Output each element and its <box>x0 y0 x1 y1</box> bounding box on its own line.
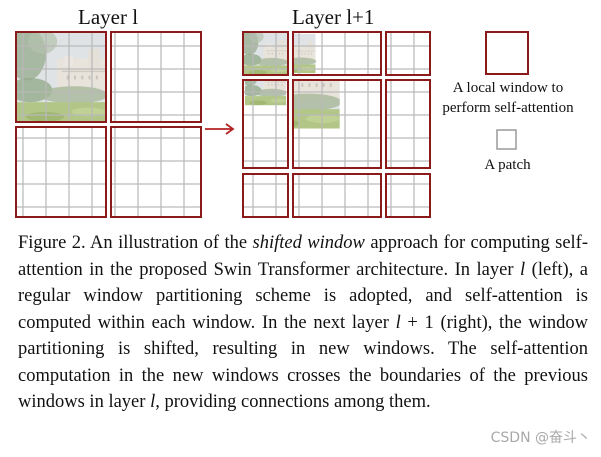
window-shifted-r1c1 <box>242 31 289 76</box>
layer-l-title: Layer l <box>78 5 139 29</box>
caption-plus-one: + 1 <box>400 312 434 333</box>
window-shifted-r3c1 <box>242 173 289 218</box>
window-shifted-r3c2 <box>292 173 382 218</box>
caption-emphasis: shifted window <box>252 233 365 253</box>
window-l-bottom-right <box>110 126 202 218</box>
window-shifted-r1c2 <box>292 31 382 76</box>
window-l-top-left <box>15 31 107 123</box>
layer-l-plus-1-title: Layer l+1 <box>292 5 375 29</box>
window-shifted-r2c1 <box>242 79 289 169</box>
swin-shifted-window-figure <box>15 31 529 218</box>
window-shifted-r1c3 <box>385 31 431 76</box>
arrow-icon <box>205 123 235 135</box>
legend-patch-icon <box>496 129 517 150</box>
csdn-watermark: CSDN @奋斗丶 <box>490 430 591 446</box>
caption-body-2: (left), a regular window partitioning sc… <box>18 259 588 333</box>
legend-window-label-line2: perform self-attention <box>442 100 574 116</box>
caption-var-l-1: l <box>520 259 526 280</box>
caption-body-3: (right), the window partitioning is shif… <box>18 312 588 413</box>
caption-prefix: Figure 2. An illustration of the <box>18 233 253 253</box>
layer-l-windows <box>15 31 202 218</box>
caption-body-1: approach for computing self-attention in… <box>18 233 588 280</box>
window-shifted-r2c2 <box>292 79 382 169</box>
window-l-bottom-left <box>15 126 107 218</box>
legend-window-label-line1: A local window to <box>452 80 564 96</box>
legend-window-label: A local window to perform self-attention <box>436 78 580 118</box>
caption-var-l-2: l <box>395 312 401 333</box>
legend-window-icon <box>485 31 529 75</box>
layer-l-plus-1-windows <box>242 31 431 218</box>
window-shifted-r2c3 <box>385 79 431 169</box>
figure-caption: Figure 2. An illustration of the shifted… <box>18 230 588 416</box>
window-shifted-r3c3 <box>385 173 431 218</box>
caption-var-l-3: l <box>150 392 156 412</box>
window-l-top-right <box>110 31 202 123</box>
legend-patch-label: A patch <box>484 157 531 173</box>
caption-body-4: , providing connections among them. <box>155 392 431 412</box>
